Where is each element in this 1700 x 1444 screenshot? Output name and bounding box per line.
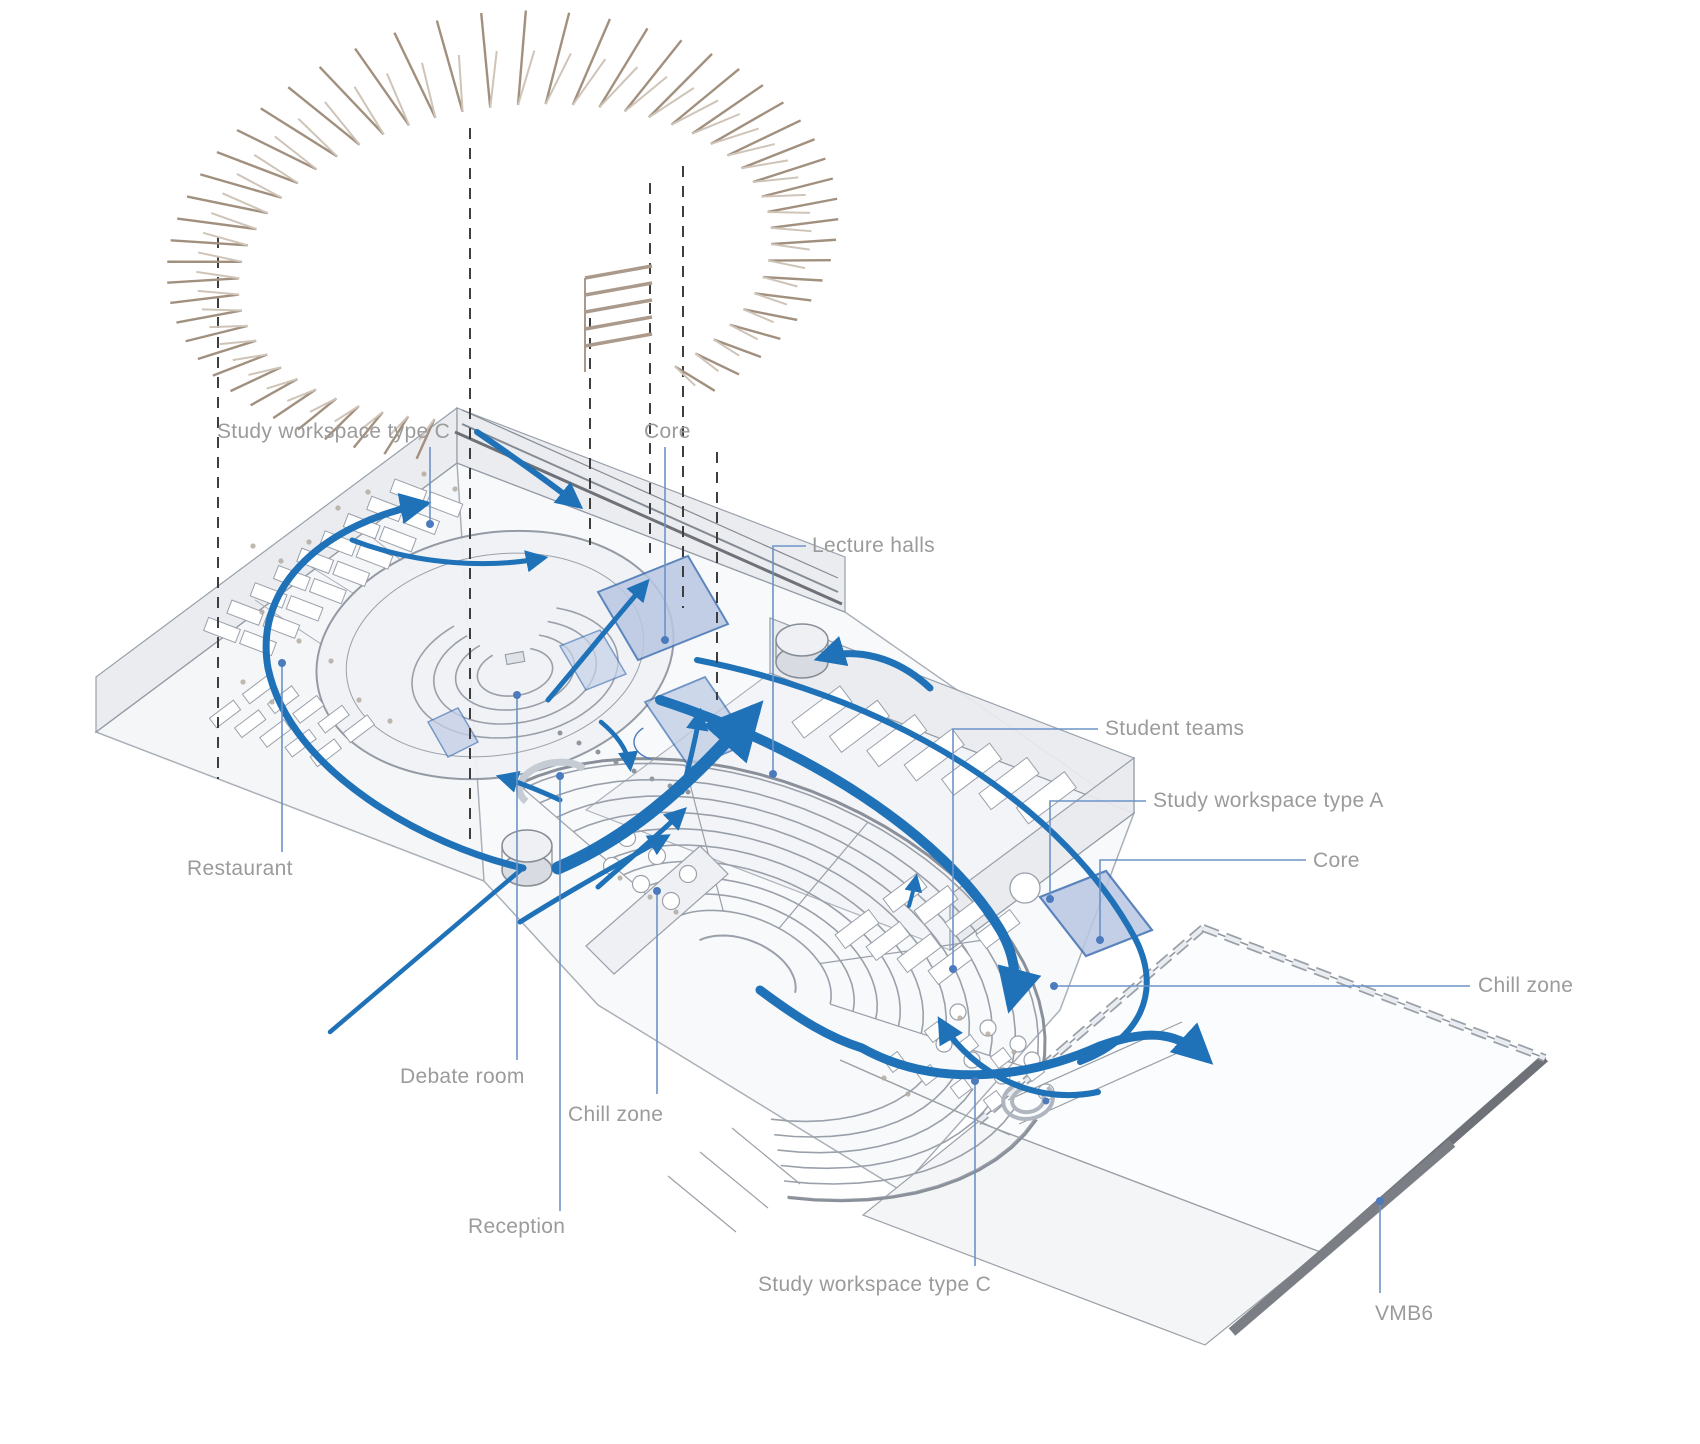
flow-arrows: [262, 429, 1214, 1099]
label-study-workspace-type-c-lower: Study workspace type C: [758, 1273, 991, 1296]
label-core-upper: Core: [644, 420, 691, 443]
label-chill-zone-mid: Chill zone: [568, 1103, 663, 1126]
leader-lines: [278, 447, 1470, 1293]
label-debate-room: Debate room: [400, 1065, 525, 1088]
label-vmb6: VMB6: [1375, 1302, 1433, 1325]
label-chill-zone-right: Chill zone: [1478, 974, 1573, 997]
label-study-workspace-type-a: Study workspace type A: [1153, 789, 1384, 812]
label-lecture-halls: Lecture halls: [812, 534, 935, 557]
label-restaurant: Restaurant: [187, 857, 293, 880]
interior-furniture: [202, 471, 1078, 1122]
label-student-teams: Student teams: [1105, 717, 1244, 740]
zone-labels: Study workspace type C Core Lecture hall…: [187, 420, 1573, 1325]
label-study-workspace-type-c-upper: Study workspace type C: [217, 420, 450, 443]
label-core-right: Core: [1313, 849, 1360, 872]
roof-crown-structure: [167, 10, 839, 460]
label-reception: Reception: [468, 1215, 565, 1238]
